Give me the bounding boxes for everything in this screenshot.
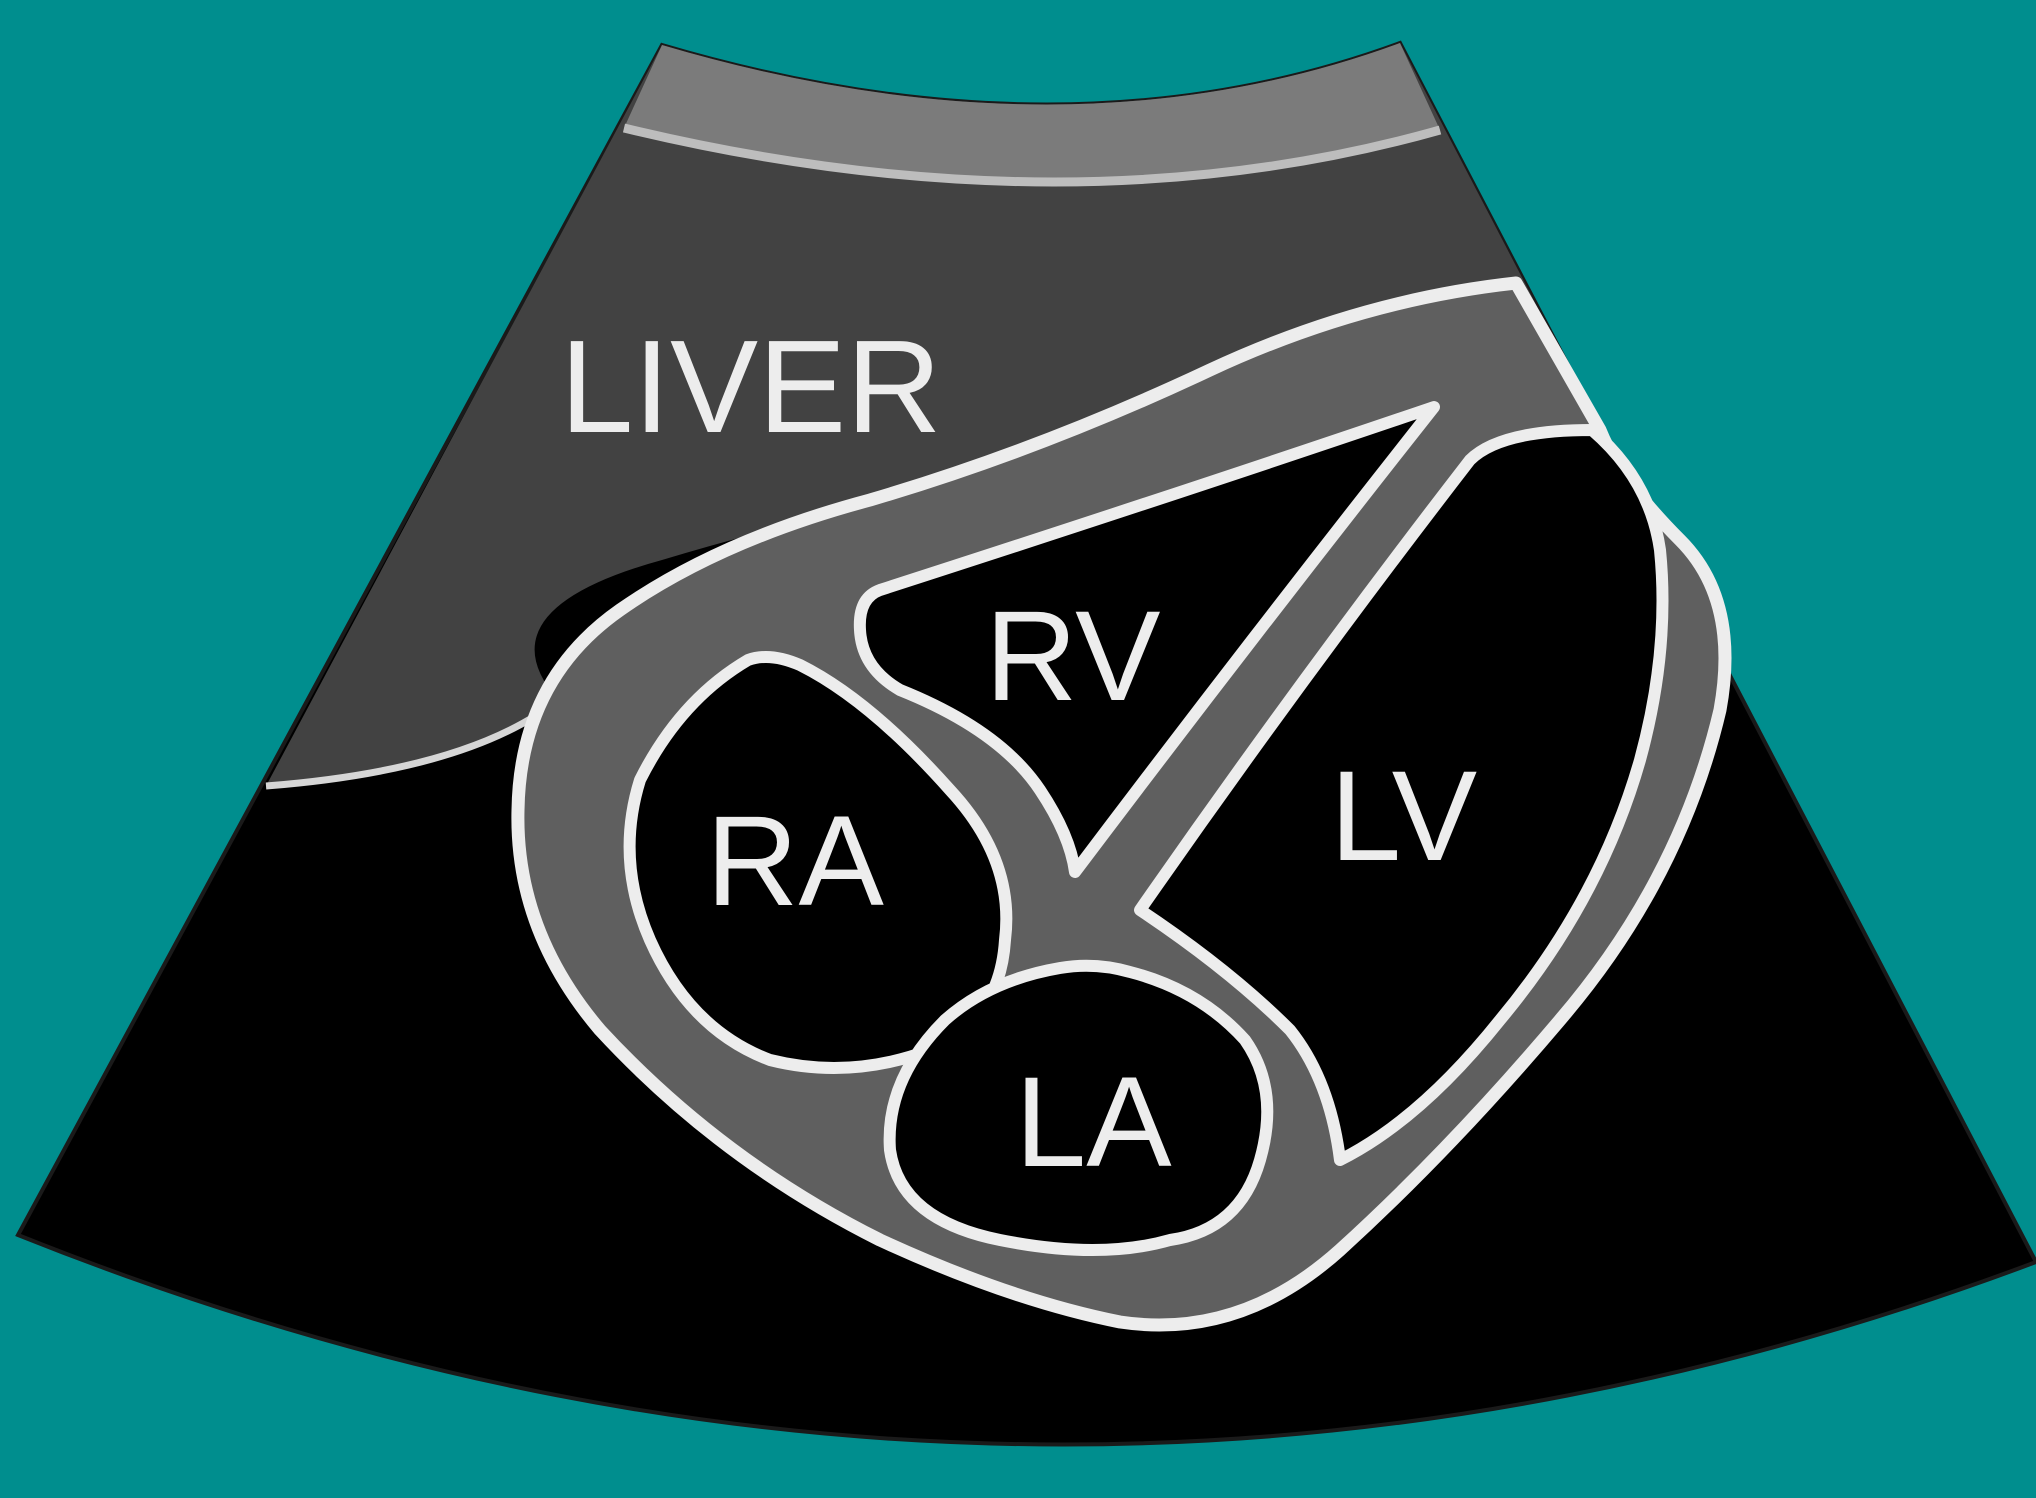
liver-label: LIVER [560,313,942,460]
lv-label: LV [1330,745,1477,888]
ra-label: RA [706,790,884,933]
rv-label: RV [985,585,1161,728]
la-label: LA [1015,1051,1172,1194]
